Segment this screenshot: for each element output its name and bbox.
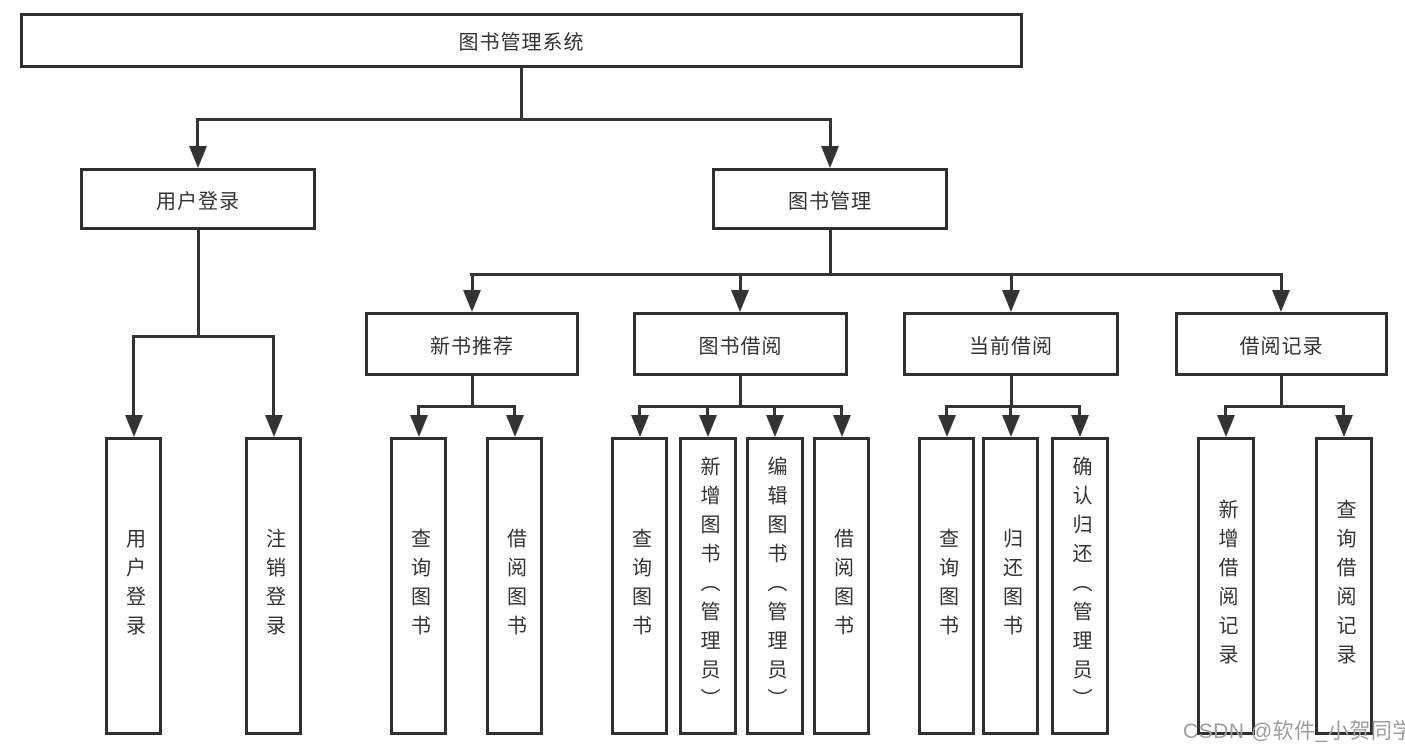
arrow-down-icon [766, 415, 784, 437]
leaf-label: 归还图书 [999, 528, 1022, 644]
node-library-management-system: 图书管理系统 [20, 13, 1023, 68]
node-borrowing-records: 借阅记录 [1175, 312, 1388, 376]
connector-line [132, 335, 275, 338]
leaf-query-books-borrowing: 查询图书 [611, 437, 668, 735]
connector-line [945, 405, 1081, 408]
connector-line [272, 335, 275, 415]
leaf-label: 用户登录 [122, 528, 145, 644]
connector-line [132, 335, 135, 415]
connector-line [638, 405, 641, 415]
connector-line [638, 405, 843, 408]
leaf-label: 借阅图书 [503, 528, 526, 644]
node-new-book-recommendation: 新书推荐 [365, 312, 579, 376]
connector-line [197, 230, 200, 335]
connector-line [1342, 405, 1345, 415]
arrow-down-icon [506, 415, 524, 437]
arrow-down-icon [189, 146, 207, 168]
leaf-label: 注销登录 [262, 528, 285, 644]
arrow-down-icon [1002, 290, 1020, 312]
connector-line [773, 405, 776, 415]
arrow-down-icon [1272, 290, 1290, 312]
connector-line [706, 405, 709, 415]
arrow-down-icon [1071, 415, 1089, 437]
leaf-label: 查询图书 [628, 528, 651, 644]
connector-line [1078, 405, 1081, 415]
connector-line [1280, 273, 1283, 290]
connector-line [829, 118, 832, 146]
connector-line [1010, 376, 1013, 405]
connector-line [739, 376, 742, 405]
node-label: 图书借阅 [698, 335, 783, 358]
node-book-borrowing: 图书借阅 [633, 312, 848, 376]
connector-line [829, 230, 832, 273]
connector-line [945, 405, 948, 415]
leaf-label: 编辑图书（管理员） [764, 455, 786, 717]
leaf-query-borrow-record: 查询借阅记录 [1315, 437, 1373, 735]
connector-line [471, 376, 474, 405]
arrow-down-icon [833, 415, 851, 437]
connector-line [470, 273, 1283, 276]
leaf-label: 查询图书 [407, 528, 430, 644]
node-label: 图书管理 [788, 190, 872, 213]
connector-line [196, 118, 832, 121]
node-label: 新书推荐 [430, 335, 514, 358]
arrow-down-icon [125, 415, 143, 437]
node-current-borrowing: 当前借阅 [903, 312, 1119, 376]
arrow-down-icon [265, 415, 283, 437]
arrow-down-icon [821, 146, 839, 168]
arrow-down-icon [1217, 415, 1235, 437]
leaf-borrow-books: 借阅图书 [813, 437, 870, 735]
arrow-down-icon [699, 415, 717, 437]
connector-line [1010, 273, 1013, 290]
leaf-label: 借阅图书 [830, 528, 853, 644]
arrow-down-icon [1002, 415, 1020, 437]
node-user-login: 用户登录 [80, 168, 316, 230]
leaf-confirm-return-admin: 确认归还（管理员） [1051, 437, 1109, 735]
arrow-down-icon [731, 290, 749, 312]
connector-line [513, 405, 516, 415]
leaf-query-books-current: 查询图书 [918, 437, 975, 735]
connector-line [471, 273, 474, 290]
arrow-down-icon [631, 415, 649, 437]
node-book-management: 图书管理 [712, 168, 948, 230]
leaf-add-books-admin: 新增图书（管理员） [679, 437, 737, 735]
connector-line [1280, 376, 1283, 405]
connector-line [840, 405, 843, 415]
leaf-edit-books-admin: 编辑图书（管理员） [746, 437, 804, 735]
arrow-down-icon [463, 290, 481, 312]
connector-line [417, 405, 420, 415]
arrow-down-icon [1335, 415, 1353, 437]
connector-line [417, 405, 516, 408]
leaf-label: 新增图书（管理员） [697, 455, 719, 717]
connector-line [739, 273, 742, 290]
leaf-add-borrow-record: 新增借阅记录 [1197, 437, 1255, 735]
connector-line [196, 118, 199, 146]
connector-line [1224, 405, 1227, 415]
arrow-down-icon [410, 415, 428, 437]
leaf-user-login: 用户登录 [105, 437, 162, 735]
leaf-borrow-books-recommend: 借阅图书 [486, 437, 543, 735]
leaf-label: 新增借阅记录 [1215, 499, 1237, 673]
connector-line [1009, 405, 1012, 415]
connector-line [1224, 405, 1345, 408]
leaf-query-books-recommend: 查询图书 [390, 437, 447, 735]
node-label: 图书管理系统 [458, 32, 585, 54]
leaf-return-books: 归还图书 [982, 437, 1039, 735]
leaf-label: 查询图书 [935, 528, 958, 644]
node-label: 用户登录 [156, 190, 240, 213]
node-label: 当前借阅 [969, 335, 1053, 358]
connector-line [520, 68, 523, 118]
leaf-logout: 注销登录 [245, 437, 302, 735]
arrow-down-icon [938, 415, 956, 437]
node-label: 借阅记录 [1239, 335, 1324, 358]
leaf-label: 确认归还（管理员） [1069, 455, 1091, 717]
csdn-watermark: CSDN @软件_小贺同学 [1183, 720, 1405, 743]
leaf-label: 查询借阅记录 [1333, 499, 1355, 673]
